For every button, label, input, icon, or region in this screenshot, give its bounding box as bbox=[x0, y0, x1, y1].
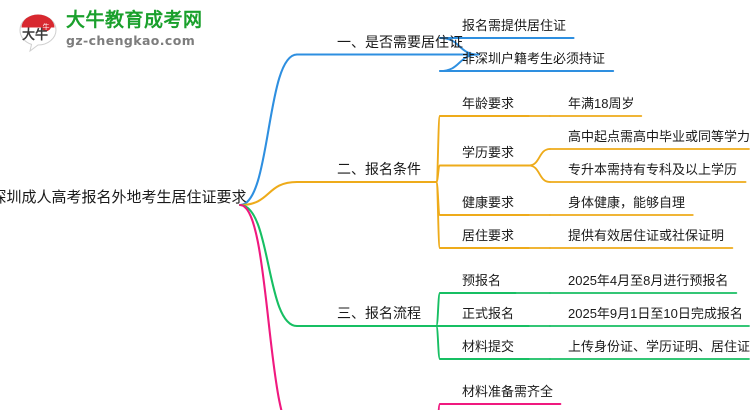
leaf-label[interactable]: 2025年9月1日至10日完成报名 bbox=[568, 305, 743, 321]
svg-text:大牛: 大牛 bbox=[22, 27, 48, 42]
leaf-label[interactable]: 材料准备需齐全 bbox=[462, 383, 554, 399]
leaf-label[interactable]: 提供有效居住证或社保证明 bbox=[568, 227, 725, 243]
subbranch-label[interactable]: 居住要求 bbox=[462, 227, 515, 243]
branch-label-3[interactable]: 三、报名流程 bbox=[337, 305, 421, 321]
leaf-label[interactable]: 上传身份证、学历证明、居住证等 bbox=[568, 338, 750, 354]
site-logo[interactable]: 牛 大牛 大牛教育成考网 gz-chengkao.com bbox=[16, 8, 206, 56]
leaf-label[interactable]: 专升本需持有专科及以上学历 bbox=[568, 161, 738, 177]
leaf-label[interactable]: 报名需提供居住证 bbox=[462, 17, 567, 33]
logo-subtitle: gz-chengkao.com bbox=[66, 33, 196, 48]
subbranch-label[interactable]: 年龄要求 bbox=[462, 95, 515, 111]
leaf-label[interactable]: 非深圳户籍考生必须持证 bbox=[462, 50, 606, 66]
logo-text: 大牛教育成考网 gz-chengkao.com bbox=[66, 10, 203, 50]
subbranch-label[interactable]: 学历要求 bbox=[462, 145, 515, 160]
leaf-label[interactable]: 身体健康，能够自理 bbox=[568, 194, 686, 210]
leaf-label[interactable]: 年满18周岁 bbox=[568, 95, 635, 111]
mindmap-root-label[interactable]: 2025年深圳成人高考报名外地考生居住证要求 bbox=[0, 188, 247, 206]
leaf-label[interactable]: 高中起点需高中毕业或同等学力 bbox=[568, 128, 750, 144]
svg-text:牛: 牛 bbox=[43, 22, 50, 31]
leaf-label[interactable]: 2025年4月至8月进行预报名 bbox=[568, 272, 729, 288]
subbranch-label[interactable]: 正式报名 bbox=[462, 305, 515, 321]
subbranch-label[interactable]: 健康要求 bbox=[462, 194, 515, 210]
subbranch-label[interactable]: 预报名 bbox=[462, 272, 502, 288]
branch-label-2[interactable]: 二、报名条件 bbox=[337, 161, 421, 177]
logo-title: 大牛教育成考网 bbox=[66, 10, 203, 31]
branch-label-1[interactable]: 一、是否需要居住证 bbox=[337, 33, 463, 50]
logo-mark-icon: 牛 大牛 bbox=[19, 14, 57, 53]
subbranch-label[interactable]: 材料提交 bbox=[462, 338, 515, 354]
